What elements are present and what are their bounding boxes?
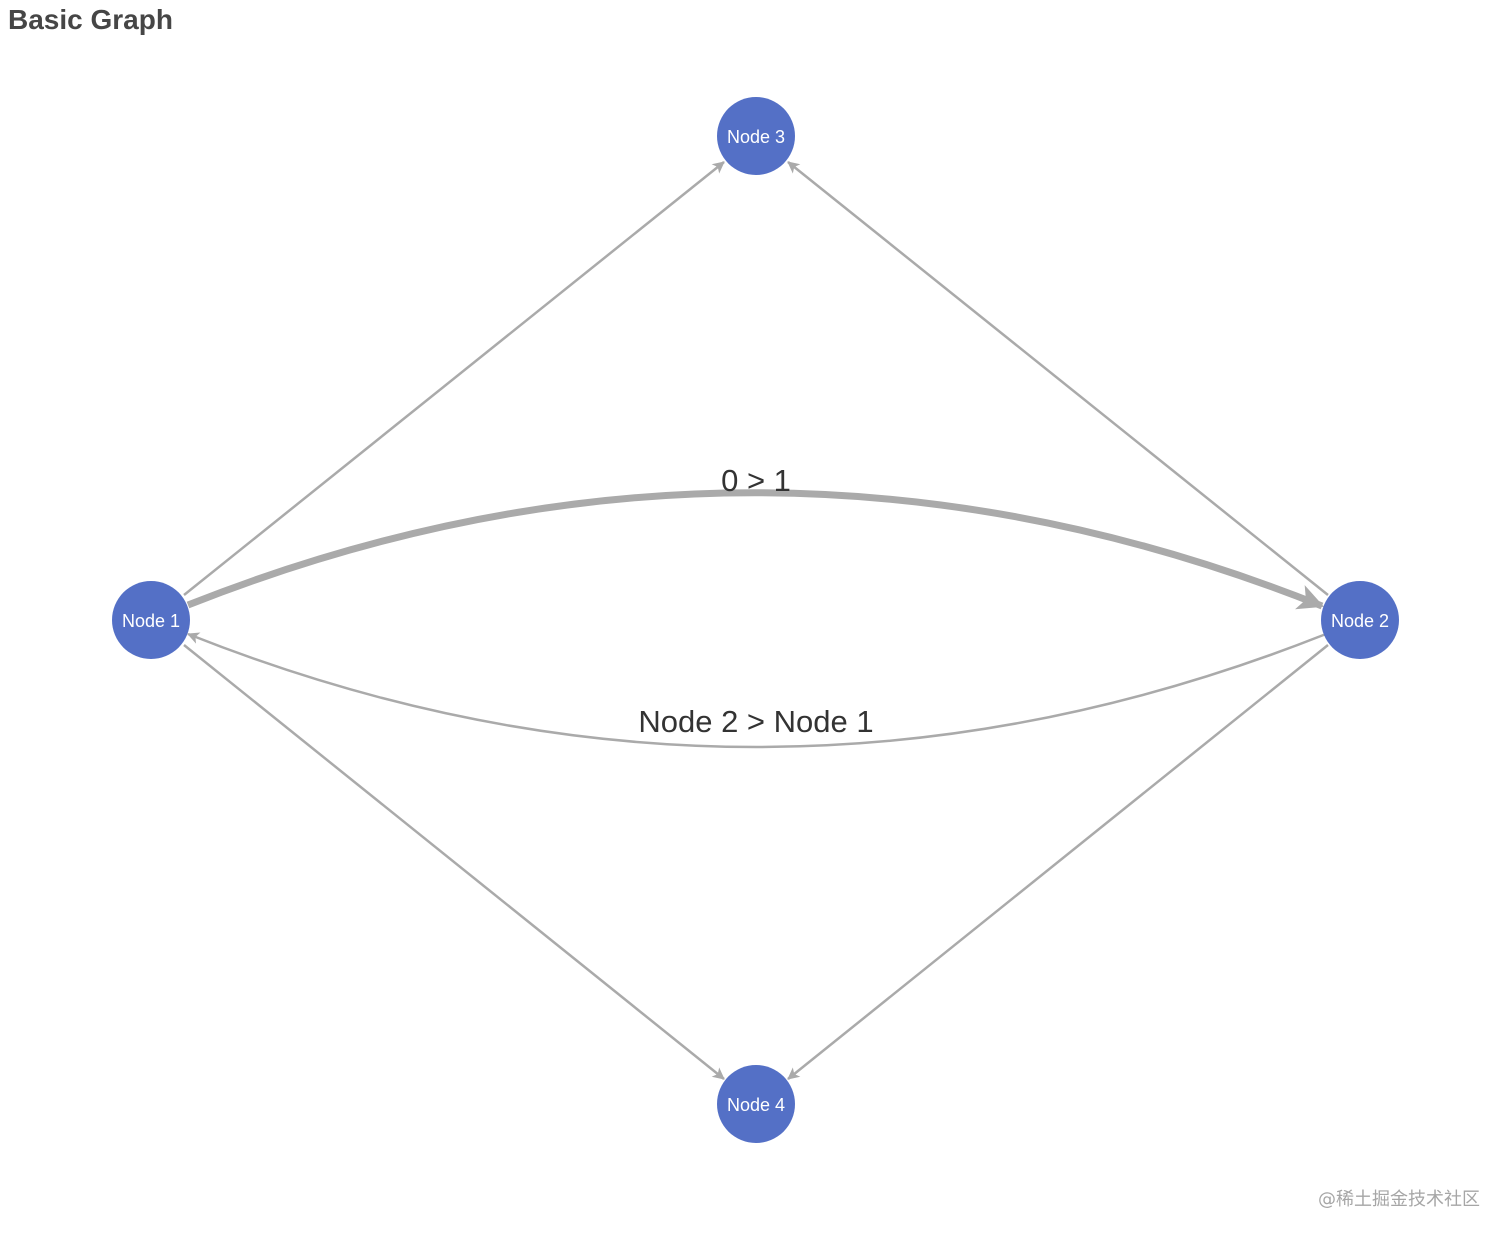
page-title: Basic Graph <box>8 4 173 35</box>
edge-node1-node4[interactable] <box>183 644 725 1080</box>
edge-node1-node2[interactable] <box>186 489 1325 610</box>
node-4[interactable]: Node 4 <box>717 1065 795 1143</box>
watermark: @稀土掘金技术社区 <box>1318 1189 1480 1210</box>
node-label: Node 2 <box>1331 611 1389 631</box>
node-label: Node 4 <box>727 1095 785 1115</box>
edge-label-node1-node2: 0 > 1 <box>721 463 791 498</box>
node-label: Node 1 <box>122 611 180 631</box>
edge-node2-node4[interactable] <box>787 644 1329 1080</box>
edge-node2-node1[interactable] <box>187 632 1327 749</box>
edge-label-node2-node1: Node 2 > Node 1 <box>638 704 873 739</box>
edge-node1-node3[interactable] <box>183 161 725 596</box>
edge-node2-node3[interactable] <box>787 161 1329 596</box>
node-2[interactable]: Node 2 <box>1321 581 1399 659</box>
node-label: Node 3 <box>727 127 785 147</box>
node-3[interactable]: Node 3 <box>717 97 795 175</box>
node-1[interactable]: Node 1 <box>112 581 190 659</box>
